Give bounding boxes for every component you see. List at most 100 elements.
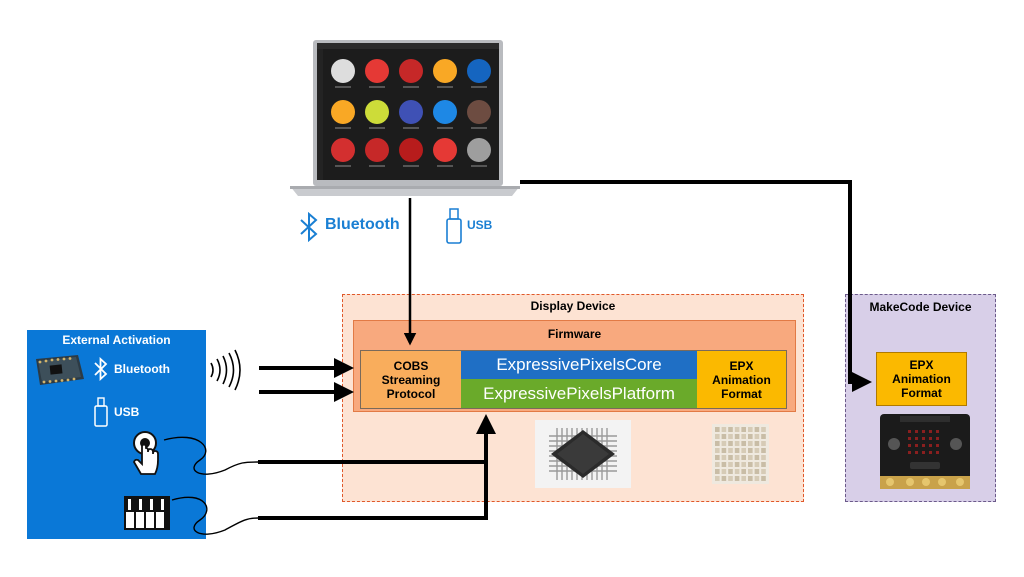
epx-label: EPX Animation Format <box>712 358 771 401</box>
makecode-device-title: MakeCode Device <box>869 300 972 314</box>
external-usb-label: USB <box>114 405 140 419</box>
expressive-pixels-core: ExpressivePixelsCore <box>461 351 697 379</box>
thumbnail-caption <box>335 165 351 167</box>
thumbnail-caption <box>403 127 419 129</box>
animation-thumbnail <box>399 138 423 162</box>
led-cell <box>734 427 740 432</box>
laptop-usb-label: USB <box>467 218 493 232</box>
thumbnail-caption <box>471 86 487 88</box>
touch-button-icon <box>128 430 162 478</box>
animation-thumbnail <box>331 100 355 124</box>
led-cell <box>748 476 753 481</box>
thumbnail-caption <box>403 165 419 167</box>
led-cell <box>715 462 720 467</box>
laptop-bluetooth-label: Bluetooth <box>325 216 400 233</box>
cobs-streaming-protocol: COBS Streaming Protocol <box>361 351 461 408</box>
thumbnail-caption <box>437 127 453 129</box>
led-cell <box>761 462 766 467</box>
animation-thumbnail <box>433 59 457 83</box>
animation-thumbnail <box>467 138 491 162</box>
animation-thumbnail <box>365 138 389 162</box>
animation-thumbnail <box>433 138 457 162</box>
led-cell <box>728 469 733 474</box>
led-cell <box>721 434 727 439</box>
led-cell <box>734 469 740 474</box>
signal-waves-icon <box>210 349 241 391</box>
led-cell <box>754 455 760 460</box>
thumbnail-caption <box>369 86 385 88</box>
led-cell <box>734 455 740 460</box>
animation-thumbnail <box>399 59 423 83</box>
led-cell <box>728 462 733 467</box>
piano-keys-icon <box>124 496 170 530</box>
led-cell <box>741 448 746 453</box>
led-cell <box>728 427 733 432</box>
led-cell <box>734 448 740 453</box>
led-cell <box>721 441 727 446</box>
led-cell <box>748 427 753 432</box>
makecode-epx-label: EPX Animation Format <box>892 358 951 400</box>
epx-animation-format-makecode: EPX Animation Format <box>876 352 967 406</box>
usb-icon <box>94 397 108 427</box>
led-cell <box>734 462 740 467</box>
thumbnail-caption <box>471 165 487 167</box>
animation-thumbnail <box>467 100 491 124</box>
thumbnail-caption <box>369 127 385 129</box>
microbit-board <box>880 414 970 489</box>
led-cell <box>748 441 753 446</box>
led-cell <box>748 469 753 474</box>
display-device-title: Display Device <box>530 299 616 313</box>
thumbnail-caption <box>403 86 419 88</box>
expressive-pixels-platform: ExpressivePixelsPlatform <box>461 379 697 408</box>
led-cell <box>761 469 766 474</box>
led-cell <box>741 434 746 439</box>
led-cell <box>741 462 746 467</box>
led-cell <box>754 462 760 467</box>
led-cell <box>741 476 746 481</box>
led-cell <box>728 476 733 481</box>
led-cell <box>734 441 740 446</box>
thumbnail-caption <box>437 86 453 88</box>
animation-thumbnail <box>365 100 389 124</box>
dev-board <box>32 353 86 387</box>
led-cell <box>748 462 753 467</box>
animation-thumbnail <box>331 138 355 162</box>
led-cell <box>715 448 720 453</box>
led-cell <box>734 476 740 481</box>
external-activation-title: External Activation <box>62 333 171 347</box>
led-cell <box>741 427 746 432</box>
led-cell <box>754 441 760 446</box>
led-cell <box>741 441 746 446</box>
piano-cable <box>171 496 259 535</box>
laptop-usb-icon <box>446 208 462 244</box>
led-cell <box>721 476 727 481</box>
core-label: ExpressivePixelsCore <box>496 355 662 374</box>
led-cell <box>754 476 760 481</box>
led-cell <box>715 455 720 460</box>
thumbnail-caption <box>335 127 351 129</box>
firmware-title: Firmware <box>547 327 602 341</box>
animation-thumbnail <box>399 100 423 124</box>
touch-cable <box>163 436 259 475</box>
led-cell <box>715 434 720 439</box>
laptop <box>290 38 520 198</box>
led-cell <box>728 434 733 439</box>
led-cell <box>748 455 753 460</box>
animation-thumbnail <box>365 59 389 83</box>
led-matrix <box>712 424 769 484</box>
animation-thumbnail <box>331 59 355 83</box>
led-cell <box>754 469 760 474</box>
microcontroller-chip <box>535 420 631 488</box>
led-cell <box>721 469 727 474</box>
platform-label: ExpressivePixelsPlatform <box>483 383 675 403</box>
led-cell <box>748 448 753 453</box>
led-cell <box>761 455 766 460</box>
animation-thumbnail <box>467 59 491 83</box>
epx-animation-format-display: EPX Animation Format <box>697 351 786 408</box>
laptop-bluetooth-icon <box>299 211 319 243</box>
led-cell <box>748 434 753 439</box>
led-cell <box>721 427 727 432</box>
led-cell <box>728 448 733 453</box>
led-cell <box>715 441 720 446</box>
